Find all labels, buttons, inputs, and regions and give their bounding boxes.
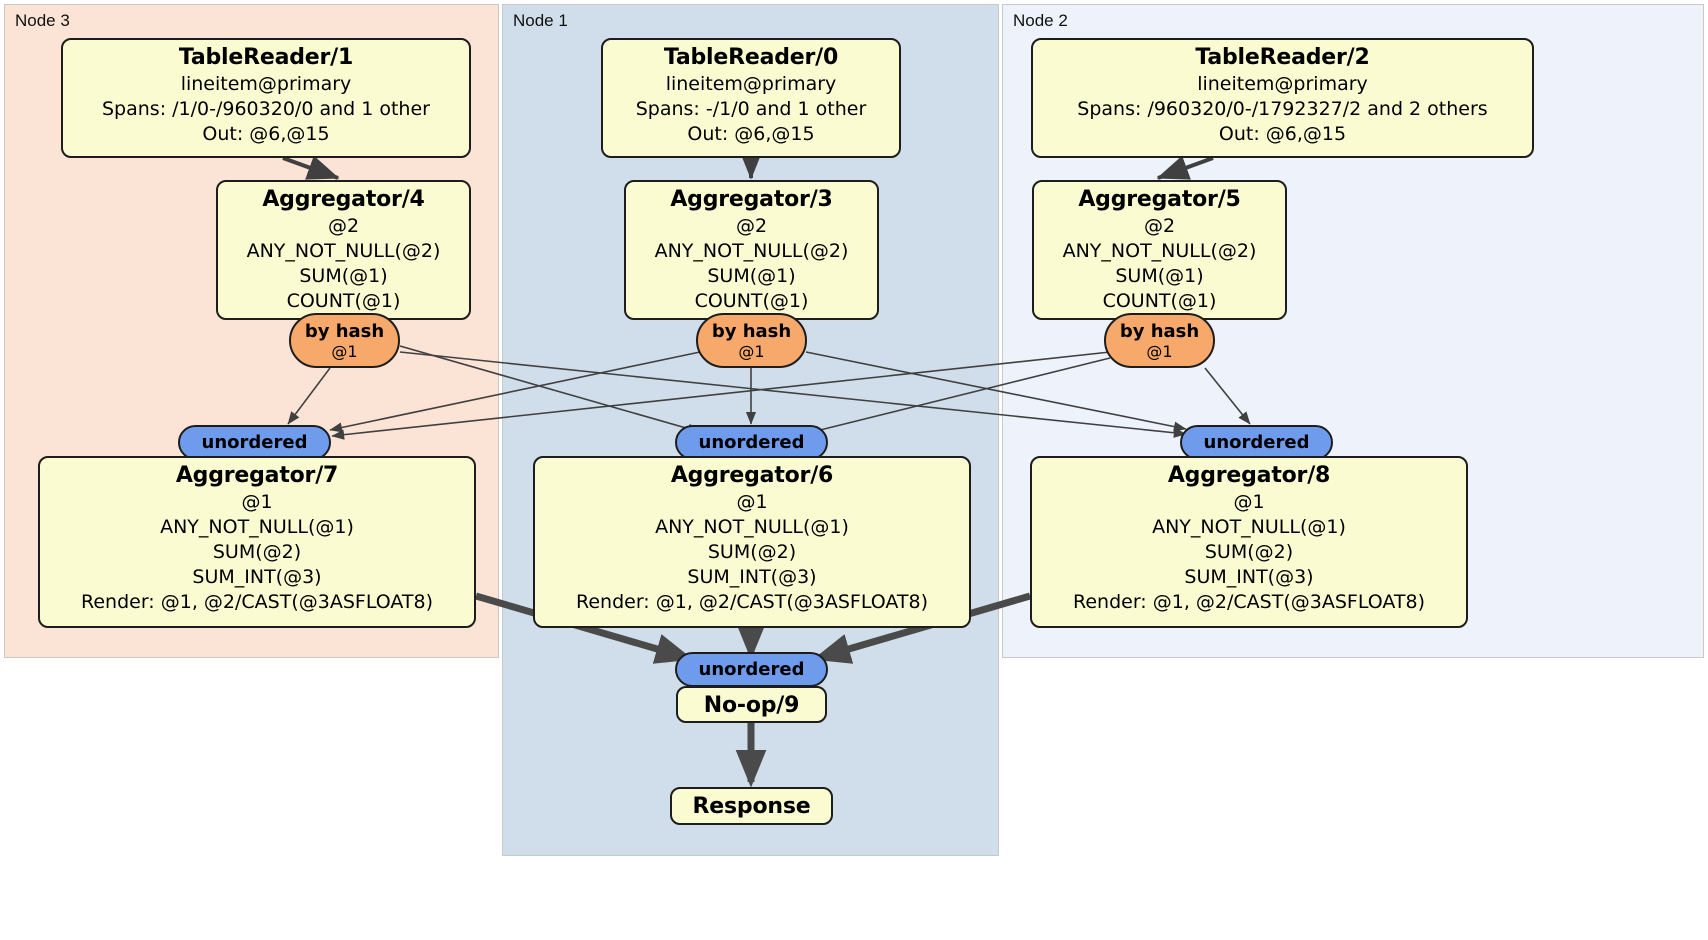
processor-detail-line: SUM(@1) bbox=[299, 265, 388, 287]
processor-title: Aggregator/8 bbox=[1167, 463, 1331, 488]
processor-detail-line: Spans: /1/0-/960320/0 and 1 other bbox=[102, 98, 430, 120]
processor-title: Aggregator/6 bbox=[670, 463, 834, 488]
processor-title: TableReader/1 bbox=[178, 45, 354, 70]
processor-detail-line: Spans: -/1/0 and 1 other bbox=[635, 98, 867, 120]
processor-aggregator-6[interactable]: Aggregator/6 @1 ANY_NOT_NULL(@1) SUM(@2)… bbox=[533, 456, 971, 628]
processor-detail-line: COUNT(@1) bbox=[286, 290, 401, 312]
processor-detail-line: Out: @6,@15 bbox=[202, 123, 330, 145]
processor-detail-line: SUM_INT(@3) bbox=[687, 566, 817, 588]
processor-detail-line: @2 bbox=[327, 215, 360, 237]
node-region-label-node2: Node 2 bbox=[1013, 11, 1068, 30]
synchronizer-noop-9[interactable]: unordered bbox=[675, 652, 828, 687]
processor-title: TableReader/2 bbox=[1195, 45, 1370, 70]
processor-detail-line: @1 bbox=[1233, 491, 1265, 513]
processor-noop-9[interactable]: No-op/9 bbox=[676, 686, 827, 723]
processor-detail-line: ANY_NOT_NULL(@2) bbox=[654, 240, 849, 262]
synchronizer-aggregator-7[interactable]: unordered bbox=[178, 425, 331, 460]
processor-detail-line: COUNT(@1) bbox=[1102, 290, 1217, 312]
processor-render-line: Render: @1, @2/CAST(@3ASFLOAT8) bbox=[81, 591, 433, 613]
processor-response[interactable]: Response bbox=[670, 787, 833, 825]
processor-title: Response bbox=[692, 794, 811, 819]
processor-detail-line: SUM(@2) bbox=[212, 541, 302, 563]
processor-detail-line: SUM(@1) bbox=[1115, 265, 1204, 287]
processor-render-line: Render: @1, @2/CAST(@3ASFLOAT8) bbox=[576, 591, 928, 613]
processor-aggregator-5[interactable]: Aggregator/5 @2 ANY_NOT_NULL(@2) SUM(@1)… bbox=[1032, 180, 1287, 320]
synchronizer-aggregator-6[interactable]: unordered bbox=[675, 425, 828, 460]
hash-router-label: by hash bbox=[1119, 320, 1200, 342]
processor-detail-line: @1 bbox=[736, 491, 768, 513]
processor-detail-line: Spans: /960320/0-/1792327/2 and 2 others bbox=[1077, 98, 1488, 120]
hash-router-aggregator-3[interactable]: by hash @1 bbox=[696, 313, 807, 368]
synchronizer-label: unordered bbox=[698, 432, 805, 453]
processor-detail-line: SUM(@2) bbox=[1204, 541, 1294, 563]
processor-title: No-op/9 bbox=[703, 693, 800, 718]
hash-router-column: @1 bbox=[1146, 341, 1173, 361]
processor-detail-line: @2 bbox=[735, 215, 768, 237]
processor-tablereader-2[interactable]: TableReader/2 lineitem@primary Spans: /9… bbox=[1031, 38, 1534, 158]
processor-aggregator-3[interactable]: Aggregator/3 @2 ANY_NOT_NULL(@2) SUM(@1)… bbox=[624, 180, 879, 320]
processor-aggregator-8[interactable]: Aggregator/8 @1 ANY_NOT_NULL(@1) SUM(@2)… bbox=[1030, 456, 1468, 628]
processor-title: Aggregator/4 bbox=[262, 187, 425, 212]
synchronizer-aggregator-8[interactable]: unordered bbox=[1180, 425, 1333, 460]
processor-detail-line: lineitem@primary bbox=[665, 73, 837, 95]
hash-router-label: by hash bbox=[711, 320, 792, 342]
hash-router-aggregator-4[interactable]: by hash @1 bbox=[289, 313, 400, 368]
processor-detail-line: lineitem@primary bbox=[1197, 73, 1368, 95]
processor-detail-line: ANY_NOT_NULL(@2) bbox=[1062, 240, 1257, 262]
processor-detail-line: @2 bbox=[1143, 215, 1176, 237]
processor-detail-line: ANY_NOT_NULL(@1) bbox=[160, 516, 354, 538]
processor-title: Aggregator/5 bbox=[1078, 187, 1241, 212]
synchronizer-label: unordered bbox=[201, 432, 308, 453]
processor-detail-line: ANY_NOT_NULL(@2) bbox=[246, 240, 441, 262]
processor-detail-line: lineitem@primary bbox=[180, 73, 352, 95]
processor-title: Aggregator/3 bbox=[670, 187, 833, 212]
processor-detail-line: ANY_NOT_NULL(@1) bbox=[655, 516, 849, 538]
processor-detail-line: ANY_NOT_NULL(@1) bbox=[1152, 516, 1346, 538]
hash-router-label: by hash bbox=[304, 320, 385, 342]
processor-title: TableReader/0 bbox=[663, 45, 839, 70]
processor-tablereader-0[interactable]: TableReader/0 lineitem@primary Spans: -/… bbox=[601, 38, 901, 158]
processor-render-line: Render: @1, @2/CAST(@3ASFLOAT8) bbox=[1073, 591, 1425, 613]
processor-aggregator-4[interactable]: Aggregator/4 @2 ANY_NOT_NULL(@2) SUM(@1)… bbox=[216, 180, 471, 320]
processor-aggregator-7[interactable]: Aggregator/7 @1 ANY_NOT_NULL(@1) SUM(@2)… bbox=[38, 456, 476, 628]
processor-detail-line: SUM(@1) bbox=[707, 265, 796, 287]
processor-title: Aggregator/7 bbox=[175, 463, 339, 488]
node-region-label-node1: Node 1 bbox=[513, 11, 568, 30]
hash-router-aggregator-5[interactable]: by hash @1 bbox=[1104, 313, 1215, 368]
processor-detail-line: @1 bbox=[241, 491, 273, 513]
processor-detail-line: SUM_INT(@3) bbox=[1184, 566, 1314, 588]
node-region-label-node3: Node 3 bbox=[15, 11, 70, 30]
processor-detail-line: COUNT(@1) bbox=[694, 290, 809, 312]
processor-detail-line: Out: @6,@15 bbox=[687, 123, 815, 145]
processor-detail-line: Out: @6,@15 bbox=[1218, 123, 1347, 145]
synchronizer-label: unordered bbox=[1203, 432, 1310, 453]
hash-router-column: @1 bbox=[331, 341, 358, 361]
synchronizer-label: unordered bbox=[698, 659, 805, 680]
hash-router-column: @1 bbox=[738, 341, 765, 361]
processor-detail-line: SUM(@2) bbox=[707, 541, 797, 563]
processor-tablereader-1[interactable]: TableReader/1 lineitem@primary Spans: /1… bbox=[61, 38, 471, 158]
processor-detail-line: SUM_INT(@3) bbox=[192, 566, 322, 588]
